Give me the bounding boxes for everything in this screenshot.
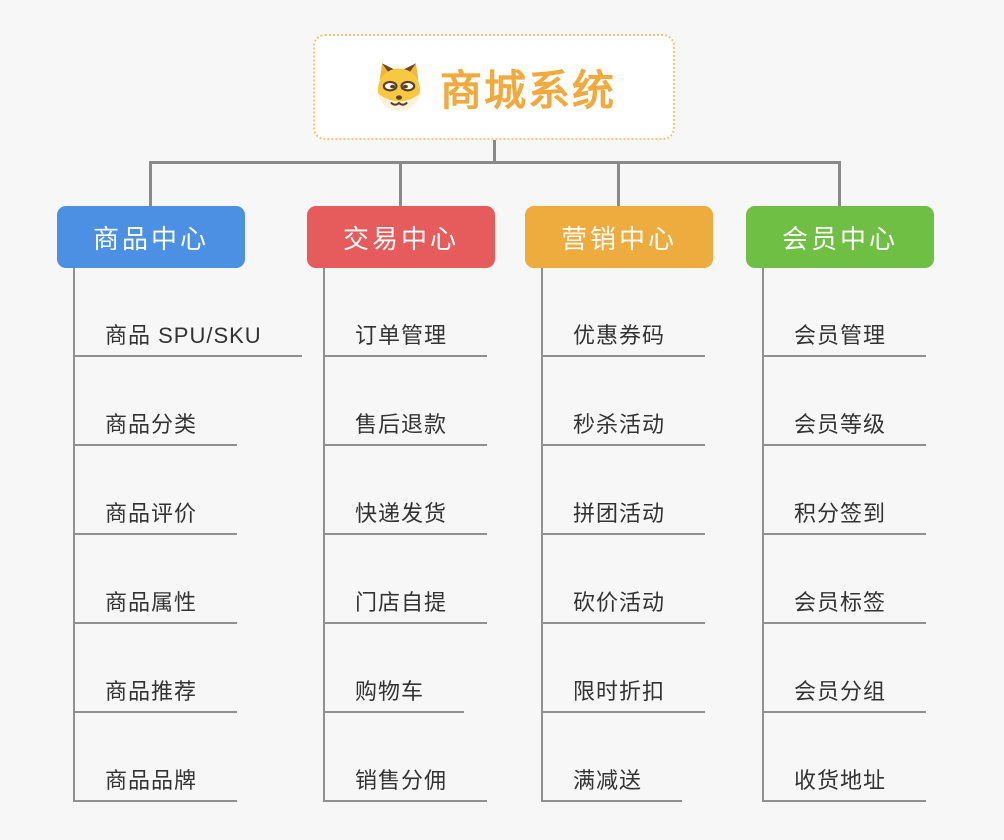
root-title: 商城系统 bbox=[439, 66, 616, 114]
branch-item[interactable]: 商品品牌 bbox=[75, 713, 238, 802]
branch-label: 营销中心 bbox=[560, 223, 677, 254]
dog-face-icon bbox=[372, 60, 426, 114]
branch-item[interactable]: 收货地址 bbox=[764, 713, 927, 802]
branch-items: 优惠券码 秒杀活动 拼团活动 砍价活动 限时折扣 满减送 bbox=[541, 268, 713, 802]
branch-item-label: 销售分佣 bbox=[355, 768, 448, 793]
branch-item[interactable]: 砍价活动 bbox=[543, 535, 706, 624]
branch-item[interactable]: 会员分组 bbox=[764, 624, 927, 713]
branch-1: 商品中心 商品 SPU/SKU 商品分类 商品评价 商品属性 商品推荐 商品品牌 bbox=[57, 206, 302, 802]
branch-item-label: 商品评价 bbox=[105, 501, 198, 526]
connector-drop-branch-4 bbox=[838, 161, 841, 207]
branch-item[interactable]: 拼团活动 bbox=[543, 446, 706, 535]
branch-item-label: 积分签到 bbox=[794, 501, 887, 526]
branch-item-label: 订单管理 bbox=[355, 323, 448, 348]
branch-item[interactable]: 商品属性 bbox=[75, 535, 238, 624]
branch-2: 交易中心 订单管理 售后退款 快递发货 门店自提 购物车 销售分佣 bbox=[307, 206, 495, 802]
branch-item-label: 商品 SPU/SKU bbox=[105, 323, 262, 348]
branch-item-label: 优惠券码 bbox=[573, 323, 666, 348]
branch-item-label: 会员分组 bbox=[794, 679, 887, 704]
branch-item-label: 满减送 bbox=[573, 768, 643, 793]
connector-drop-branch-3 bbox=[617, 161, 620, 207]
branch-item-label: 购物车 bbox=[355, 679, 425, 704]
branch-item[interactable]: 会员等级 bbox=[764, 357, 927, 446]
branch-item[interactable]: 秒杀活动 bbox=[543, 357, 706, 446]
branch-item[interactable]: 商品评价 bbox=[75, 446, 238, 535]
branch-item[interactable]: 满减送 bbox=[543, 713, 683, 802]
connector-drop-branch-1 bbox=[149, 161, 152, 207]
branch-item-label: 收货地址 bbox=[794, 768, 887, 793]
branch-item[interactable]: 快递发货 bbox=[325, 446, 488, 535]
branch-item-label: 会员标签 bbox=[794, 590, 887, 615]
branch-items: 会员管理 会员等级 积分签到 会员标签 会员分组 收货地址 bbox=[762, 268, 934, 802]
branch-header[interactable]: 交易中心 bbox=[307, 206, 495, 268]
branch-item[interactable]: 售后退款 bbox=[325, 357, 488, 446]
branch-item-label: 秒杀活动 bbox=[573, 412, 666, 437]
branch-item-label: 会员等级 bbox=[794, 412, 887, 437]
connector-drop-branch-2 bbox=[399, 161, 402, 207]
branch-item[interactable]: 订单管理 bbox=[325, 268, 488, 357]
branch-item-label: 商品推荐 bbox=[105, 679, 198, 704]
branch-item[interactable]: 购物车 bbox=[325, 624, 465, 713]
branch-item-label: 会员管理 bbox=[794, 323, 887, 348]
branch-item-label: 售后退款 bbox=[355, 412, 448, 437]
branch-item-label: 拼团活动 bbox=[573, 501, 666, 526]
branch-items: 商品 SPU/SKU 商品分类 商品评价 商品属性 商品推荐 商品品牌 bbox=[73, 268, 302, 802]
branch-header[interactable]: 会员中心 bbox=[746, 206, 934, 268]
branch-4: 会员中心 会员管理 会员等级 积分签到 会员标签 会员分组 收货地址 bbox=[746, 206, 934, 802]
branch-item-label: 砍价活动 bbox=[573, 590, 666, 615]
branch-items: 订单管理 售后退款 快递发货 门店自提 购物车 销售分佣 bbox=[323, 268, 495, 802]
branch-item-label: 商品分类 bbox=[105, 412, 198, 437]
branch-item[interactable]: 销售分佣 bbox=[325, 713, 488, 802]
branch-label: 会员中心 bbox=[781, 223, 898, 254]
branch-item-label: 商品属性 bbox=[105, 590, 198, 615]
connector-root-stem bbox=[493, 140, 496, 164]
connector-horizontal-bar bbox=[149, 161, 841, 164]
branch-item[interactable]: 商品 SPU/SKU bbox=[75, 268, 302, 357]
branch-item[interactable]: 积分签到 bbox=[764, 446, 927, 535]
branch-item[interactable]: 会员标签 bbox=[764, 535, 927, 624]
root-node[interactable]: 商城系统 bbox=[313, 34, 675, 140]
branch-item[interactable]: 限时折扣 bbox=[543, 624, 706, 713]
branch-item[interactable]: 商品推荐 bbox=[75, 624, 238, 713]
branch-label: 交易中心 bbox=[342, 223, 459, 254]
branch-item-label: 限时折扣 bbox=[573, 679, 666, 704]
branch-item[interactable]: 门店自提 bbox=[325, 535, 488, 624]
branch-item-label: 商品品牌 bbox=[105, 768, 198, 793]
branch-header[interactable]: 商品中心 bbox=[57, 206, 245, 268]
branch-item[interactable]: 会员管理 bbox=[764, 268, 927, 357]
branch-item-label: 门店自提 bbox=[355, 590, 448, 615]
branch-header[interactable]: 营销中心 bbox=[525, 206, 713, 268]
branch-item-label: 快递发货 bbox=[355, 501, 448, 526]
branch-label: 商品中心 bbox=[92, 223, 209, 254]
branch-item[interactable]: 优惠券码 bbox=[543, 268, 706, 357]
branch-item[interactable]: 商品分类 bbox=[75, 357, 238, 446]
branch-3: 营销中心 优惠券码 秒杀活动 拼团活动 砍价活动 限时折扣 满减送 bbox=[525, 206, 713, 802]
